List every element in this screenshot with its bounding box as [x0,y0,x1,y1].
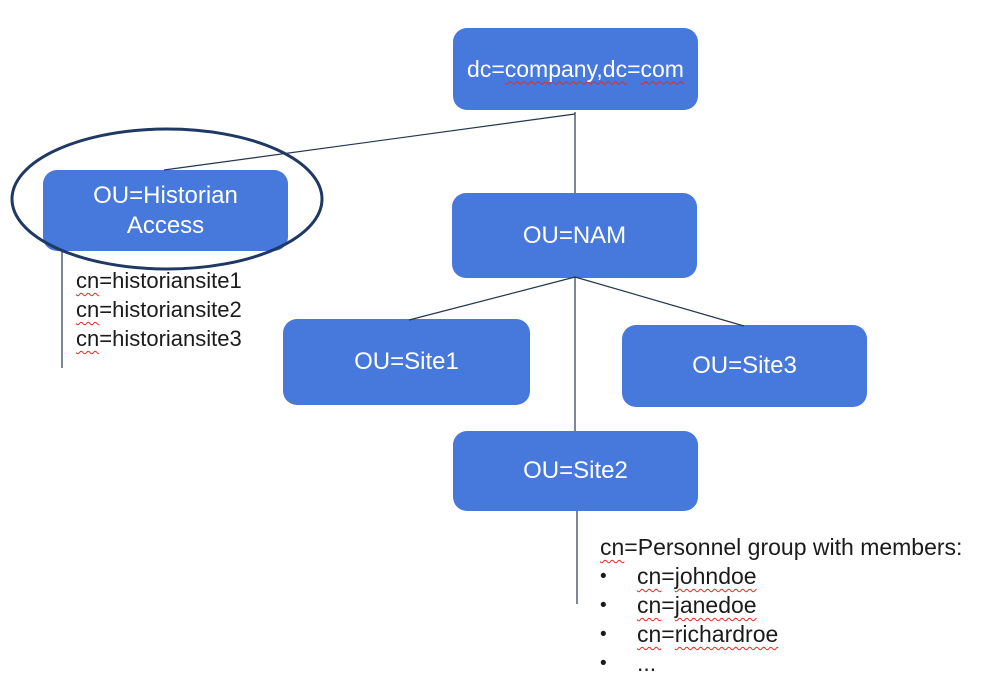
historian-cn-list: cn=historiansite1 cn=historiansite2 cn=h… [76,266,242,353]
equals: = [661,563,675,589]
cn-entry: cn=historiansite2 [76,295,242,324]
node-label: OU=Site2 [523,457,628,484]
edge-nam-to-site1 [408,276,576,321]
edge-nam-to-site3 [574,276,745,327]
member-text: cn=janedoe [637,591,757,620]
bullet-glyph: • [600,653,607,674]
personnel-member: • cn=johndoe [600,562,962,591]
bullet-glyph: • [600,566,607,587]
label-segment-misspelled: company,dc [504,55,628,82]
equals: = [661,621,675,647]
node-label: OU=Site1 [354,348,459,375]
node-label: dc=company,dc=com [467,55,684,84]
edge-root-to-historian [163,113,576,171]
cn-token: cn [637,621,662,647]
cn-entry: cn=historiansite3 [76,324,242,353]
label-segment: = [627,55,641,82]
ellipsis-text: ... [637,650,657,676]
node-label: OU=NAM [522,221,627,249]
node-ou-nam: OU=NAM [452,193,697,278]
node-ou-historian-access: OU=Historian Access [43,170,288,251]
equals: = [661,592,675,618]
label-segment: dc= [467,55,505,82]
cn-token: cn [76,297,100,322]
header-rest: =Personnel group with members: [624,534,963,560]
cn-token: cn [637,592,662,618]
label-segment-misspelled: com [640,55,684,82]
node-ou-site2: OU=Site2 [453,431,698,511]
cn-rest: =historiansite3 [99,326,242,351]
bullet-glyph: • [600,624,607,645]
personnel-member-ellipsis: • ... [600,649,962,678]
cn-token: cn [76,326,100,351]
cn-entry: cn=historiansite1 [76,266,242,295]
node-label: OU=Historian Access [93,181,238,239]
node-dc-company: dc=company,dc=com [453,28,698,110]
node-ou-site3: OU=Site3 [622,325,867,407]
personnel-member: • cn=janedoe [600,591,962,620]
personnel-header: cn=Personnel group with members: [600,533,962,562]
member-name: janedoe [674,592,757,618]
bullet-glyph: • [600,595,607,616]
member-text: cn=johndoe [637,562,757,591]
member-name: johndoe [674,563,757,589]
cn-rest: =historiansite2 [99,297,242,322]
personnel-group-block: cn=Personnel group with members: • cn=jo… [600,533,962,678]
cn-rest: =historiansite1 [99,268,242,293]
personnel-member: • cn=richardroe [600,620,962,649]
member-text: cn=richardroe [637,620,778,649]
cn-token: cn [600,534,625,560]
node-ou-site1: OU=Site1 [283,319,530,405]
cn-token: cn [637,563,662,589]
cn-token: cn [76,268,100,293]
node-label: OU=Site3 [692,352,797,379]
member-name: richardroe [674,621,779,647]
